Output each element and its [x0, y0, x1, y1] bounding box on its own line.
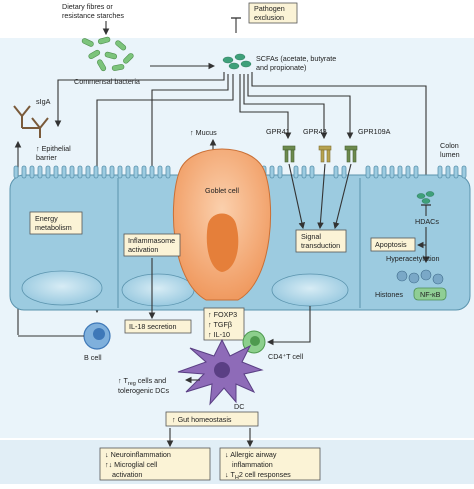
il18-box [124, 319, 192, 334]
neuro-line3: activation [112, 470, 142, 479]
energy-line1: Energy [35, 214, 58, 223]
epithelial-barrier-line2: barrier [36, 153, 57, 162]
receptor-to-signal-arrows [288, 163, 352, 230]
gut-homeostasis-box [165, 411, 259, 427]
histones-icon [396, 269, 444, 285]
inflammasome-box [123, 233, 181, 257]
siga-label: sIgA [36, 97, 51, 106]
scfa-distribution-arrows [54, 72, 430, 314]
dietary-label-line2: resistance starches [62, 11, 124, 20]
nfkb-label: NF-κB [420, 290, 441, 299]
dietary-label-line1: Dietary fibres or [62, 2, 113, 11]
pathogen-label-line2: exclusion [254, 13, 284, 22]
histones-label: Histones [375, 290, 403, 299]
nfkb-box [413, 287, 447, 301]
allergy-box [219, 447, 321, 481]
allergy-line3: ↓ TH2 cell responses [225, 470, 291, 481]
gpr41-receptor-icon [282, 145, 296, 163]
apoptosis-label: Apoptosis [375, 240, 407, 249]
b-cell-label: B cell [84, 353, 102, 362]
gpr109a-receptor-icon [344, 145, 358, 163]
allergy-line2: inflammation [232, 460, 273, 469]
signal-transduction-box [295, 229, 347, 253]
hdacs-label: HDACs [415, 217, 439, 226]
inflammasome-line2: activation [128, 245, 158, 254]
il18-label: IL-18 secretion [129, 322, 177, 331]
energy-metabolism-box [29, 211, 83, 235]
pathogen-exclusion-box [248, 2, 298, 24]
siga-antibody-icon [13, 105, 49, 138]
hdacs-icon [416, 191, 435, 204]
neuro-line2: ↑↓ Microglial cell [105, 460, 158, 469]
energy-line2: metabolism [35, 223, 72, 232]
signal-line2: transduction [301, 241, 340, 250]
cd4-t-cell-nucleus [250, 336, 260, 346]
gpr41-label: GPR41 [266, 127, 290, 136]
epithelial-barrier-line1: ↑ Epithelial [36, 144, 71, 153]
inflammasome-line1: Inflammasome [128, 236, 175, 245]
il10-label: ↑ IL-10 [208, 330, 230, 339]
scfa-label-line1: SCFAs (acetate, butyrate [256, 54, 336, 63]
commensal-bacteria-label: Commensal bacteria [74, 77, 140, 86]
colon-lumen-line2: lumen [440, 150, 460, 159]
treg-line2: tolerogenic DCs [118, 386, 170, 395]
scfa-molecules-icon [222, 53, 252, 70]
gpr109a-label: GPR109A [358, 127, 391, 136]
commensal-bacteria-icon [81, 36, 134, 72]
goblet-cell [172, 148, 272, 301]
dendritic-cell-icon [177, 338, 264, 406]
neuro-line1: ↓ Neuroinflammation [105, 450, 171, 459]
neuroinflammation-box [99, 447, 211, 481]
gut-homeostasis-label: ↑ Gut homeostasis [172, 415, 232, 424]
goblet-cell-label: Goblet cell [205, 186, 239, 195]
treg-markers-box [203, 307, 245, 341]
foxp3-label: ↑ FOXP3 [208, 310, 237, 319]
apoptosis-box [370, 237, 416, 252]
gpr43-label: GPR43 [303, 127, 327, 136]
pathogen-label-line1: Pathogen [254, 4, 285, 13]
allergy-line1: ↓ Allergic airway [225, 450, 277, 459]
goblet-nucleus [206, 213, 239, 272]
cd4-t-cell-label: CD4⁺T cell [268, 352, 304, 361]
scfa-label-line2: and propionate) [256, 63, 306, 72]
signal-to-cd4-arrow [266, 306, 311, 346]
signal-line1: Signal [301, 232, 321, 241]
treg-line1: ↑ Treg cells and [118, 376, 166, 387]
b-cell-nucleus [93, 328, 105, 340]
homeostasis-to-outcomes-arrows [166, 428, 254, 448]
colon-lumen-line1: Colon [440, 141, 459, 150]
tgfb-label: ↑ TGFβ [208, 320, 232, 329]
dc-label: DC [234, 402, 244, 411]
mucus-label: ↑ Mucus [190, 128, 217, 137]
hyperacetylation-label: Hyperacetylation [386, 254, 440, 263]
gpr43-receptor-icon [318, 145, 332, 163]
